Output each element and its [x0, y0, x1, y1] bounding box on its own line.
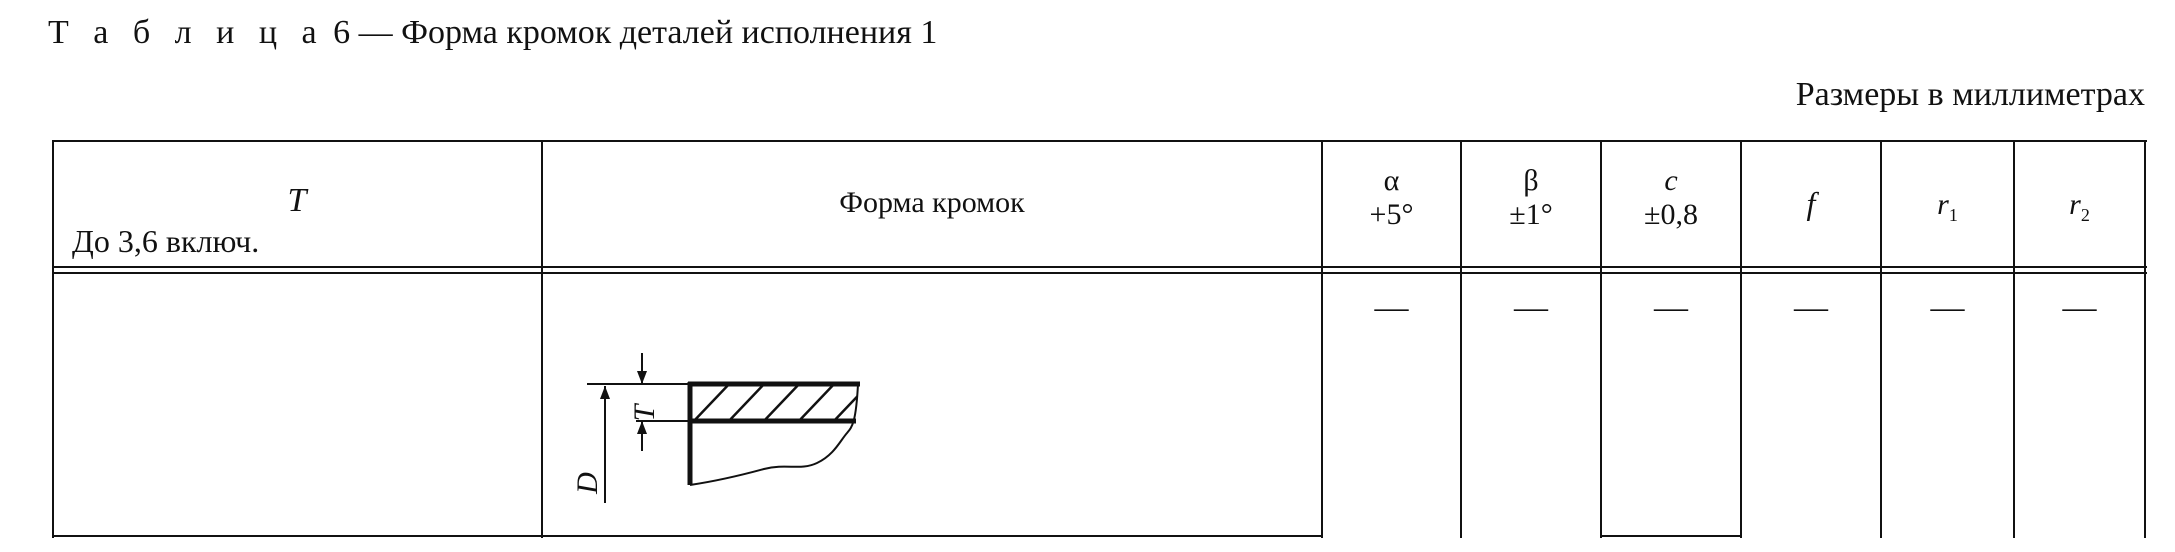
drawing-label-T: T — [628, 402, 661, 421]
table-grid — [52, 140, 2147, 538]
cell-f: — — [1741, 273, 1881, 536]
cell-r1: — — [1881, 273, 2014, 536]
units-note: Размеры в миллиметрах — [1795, 76, 2145, 113]
cell-alpha-value: — — [1374, 289, 1409, 326]
header-c-tolerance: ±0,8 — [1644, 198, 1698, 231]
header-r2-subscript: 2 — [2080, 205, 2090, 225]
header-c: c ±0,8 — [1601, 140, 1741, 267]
cell-beta: — — [1461, 273, 1601, 536]
header-r2-letter: r — [2069, 188, 2081, 221]
header-f-label: f — [1806, 185, 1816, 221]
header-f: f — [1741, 140, 1881, 267]
table-label: Т а б л и ц а — [48, 14, 325, 51]
header-alpha: α +5° — [1322, 140, 1461, 267]
header-alpha-label: α — [1383, 164, 1400, 197]
header-r2: r2 — [2014, 140, 2145, 267]
cell-r1-value: — — [1930, 289, 1965, 326]
edge-shape-table: T Форма кромок α +5° β ±1° c ±0,8 f r1 r… — [52, 140, 2147, 538]
drawing-label-D: D — [571, 472, 604, 495]
header-r1-letter: r — [1937, 188, 1949, 221]
table-title: Т а б л и ц а 6 — Форма кромок деталей и… — [48, 14, 937, 52]
header-shape: Форма кромок — [542, 140, 1322, 267]
cell-c: — — [1601, 273, 1741, 536]
cell-beta-value: — — [1514, 289, 1548, 326]
cell-r2: — — [2014, 273, 2145, 536]
header-c-label: c — [1664, 164, 1678, 197]
cell-alpha: — — [1322, 273, 1461, 536]
cell-r2-value: — — [2062, 289, 2097, 326]
header-beta-label: β — [1523, 164, 1539, 197]
header-shape-label: Форма кромок — [839, 186, 1025, 219]
cell-c-value: — — [1654, 289, 1688, 326]
header-beta-tolerance: ±1° — [1509, 198, 1553, 231]
header-r2-label: r2 — [2014, 188, 2145, 232]
cell-f-value: — — [1794, 289, 1828, 326]
header-T: T — [52, 140, 542, 267]
header-r1-subscript: 1 — [1948, 205, 1958, 225]
header-beta: β ±1° — [1461, 140, 1601, 267]
header-T-label: T — [287, 182, 307, 219]
header-alpha-tolerance: +5° — [1369, 198, 1414, 231]
row-T-value: До 3,6 включ. — [72, 223, 260, 259]
table-caption: 6 — Форма кромок деталей исполнения 1 — [333, 14, 938, 51]
edge-shape-drawing: T D — [571, 353, 860, 503]
header-r1: r1 — [1881, 140, 2014, 267]
header-r1-label: r1 — [1881, 188, 2014, 232]
